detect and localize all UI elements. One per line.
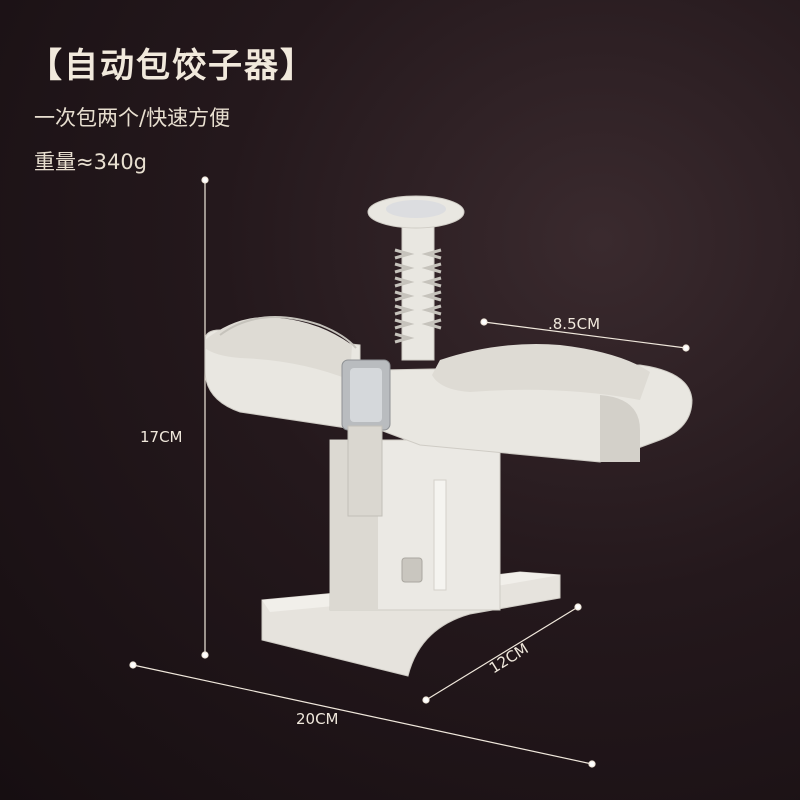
cup-width-label: .8.5CM — [548, 315, 601, 333]
right-mould — [379, 344, 693, 463]
cup-dimension-line — [483, 321, 687, 349]
height-top-dot — [201, 176, 209, 184]
page-title: 【自动包饺子器】 — [28, 46, 316, 86]
width-dimension-line — [132, 664, 593, 765]
width-label: 20CM — [296, 710, 339, 728]
plunger — [367, 195, 465, 361]
left-mould — [204, 316, 361, 431]
width-right-dot — [588, 760, 596, 768]
depth-dimension-line — [425, 606, 579, 701]
metal-hinge — [341, 359, 391, 517]
width-left-dot — [129, 661, 137, 669]
subtitle: 一次包两个/快速方便 — [34, 106, 231, 130]
cup-left-dot — [480, 318, 488, 326]
height-label: 17CM — [140, 428, 183, 446]
cup-right-dot — [682, 344, 690, 352]
dimension-lines — [129, 176, 690, 768]
weight-label: 重量≈340g — [34, 150, 148, 174]
depth-left-dot — [422, 696, 430, 704]
depth-right-dot — [574, 603, 582, 611]
height-bottom-dot — [201, 651, 209, 659]
